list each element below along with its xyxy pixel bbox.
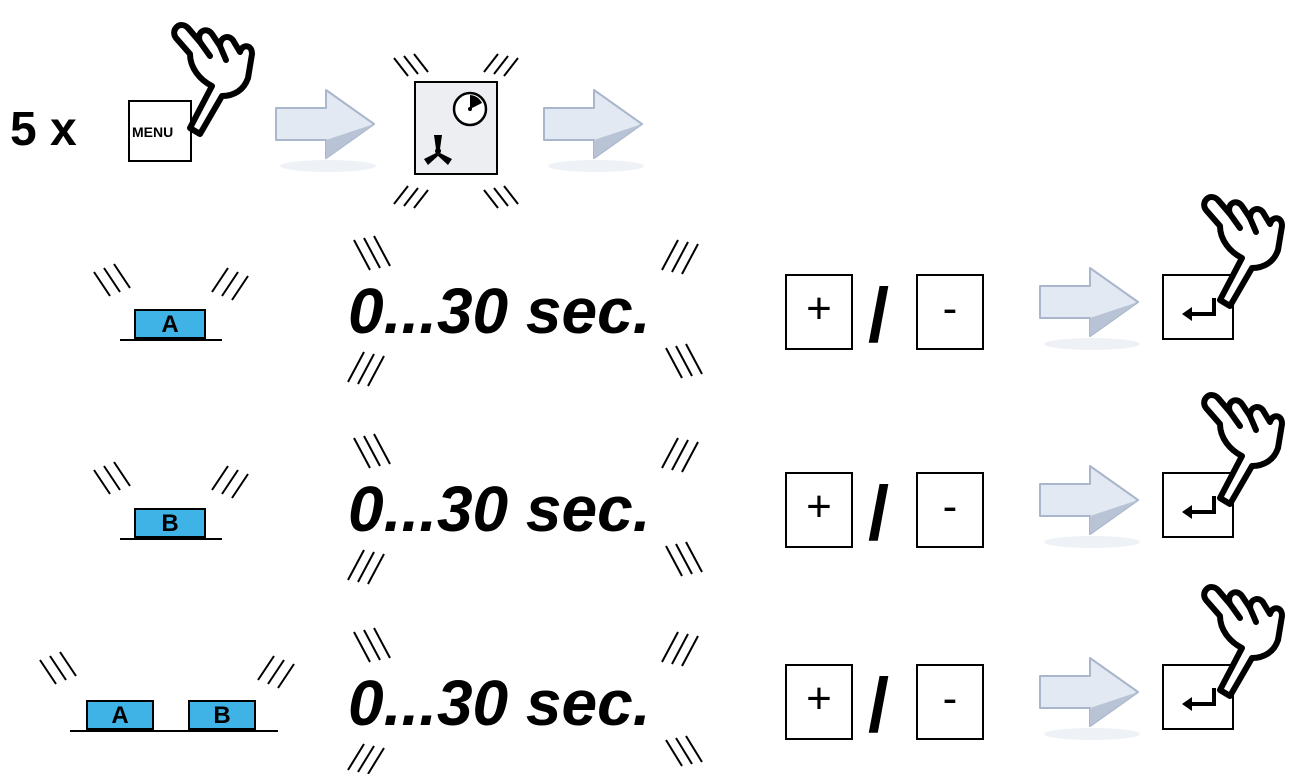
flash-marks-icon	[347, 433, 703, 585]
next-step-arrow-icon	[275, 89, 376, 172]
menu-key[interactable]: MENU	[128, 100, 192, 162]
or-separator: /	[868, 471, 890, 556]
timer-fan-display-icon	[424, 91, 488, 165]
enter-key[interactable]	[1162, 664, 1234, 730]
time-range-label: 0...30 sec.	[348, 473, 651, 545]
minus-key[interactable]: -	[916, 274, 984, 350]
menu-key-label: MENU	[132, 124, 174, 140]
enter-key[interactable]	[1162, 274, 1234, 340]
minus-key[interactable]: -	[916, 664, 984, 740]
next-step-arrow-icon	[543, 89, 644, 172]
pointing-hand-icon	[1201, 392, 1285, 507]
minus-key[interactable]: -	[916, 472, 984, 548]
next-step-arrow-icon	[1039, 267, 1140, 350]
time-range-label: 0...30 sec.	[348, 667, 651, 739]
enter-arrow-icon	[1182, 688, 1216, 711]
plus-key[interactable]: +	[785, 664, 853, 740]
pointing-hand-icon	[1201, 584, 1285, 699]
zone-baseline	[70, 730, 278, 732]
press-count-label: 5 x	[10, 103, 77, 156]
next-step-arrow-icon	[1039, 465, 1140, 548]
flash-marks-icon	[39, 651, 295, 689]
zone-a-box: A	[134, 309, 206, 339]
enter-arrow-icon	[1182, 496, 1216, 519]
zone-baseline	[120, 339, 222, 341]
enter-arrow-icon	[1182, 298, 1216, 321]
zone-b-box: B	[188, 700, 256, 730]
plus-key[interactable]: +	[785, 472, 853, 548]
zone-a-box: A	[86, 700, 154, 730]
flash-marks-icon	[347, 235, 703, 387]
zone-baseline	[120, 538, 222, 540]
plus-key[interactable]: +	[785, 274, 853, 350]
flash-marks-icon	[347, 627, 703, 774]
or-separator: /	[868, 663, 890, 748]
next-step-arrow-icon	[1039, 657, 1140, 740]
zone-b-box: B	[134, 508, 206, 538]
pointing-hand-icon	[1201, 194, 1285, 309]
flash-marks-icon	[93, 461, 249, 499]
flash-marks-icon	[393, 53, 519, 209]
time-range-label: 0...30 sec.	[348, 275, 651, 347]
pointing-hand-icon	[171, 22, 255, 137]
flash-marks-icon	[93, 263, 249, 301]
timer-display	[414, 81, 498, 175]
or-separator: /	[868, 273, 890, 358]
enter-key[interactable]	[1162, 472, 1234, 538]
